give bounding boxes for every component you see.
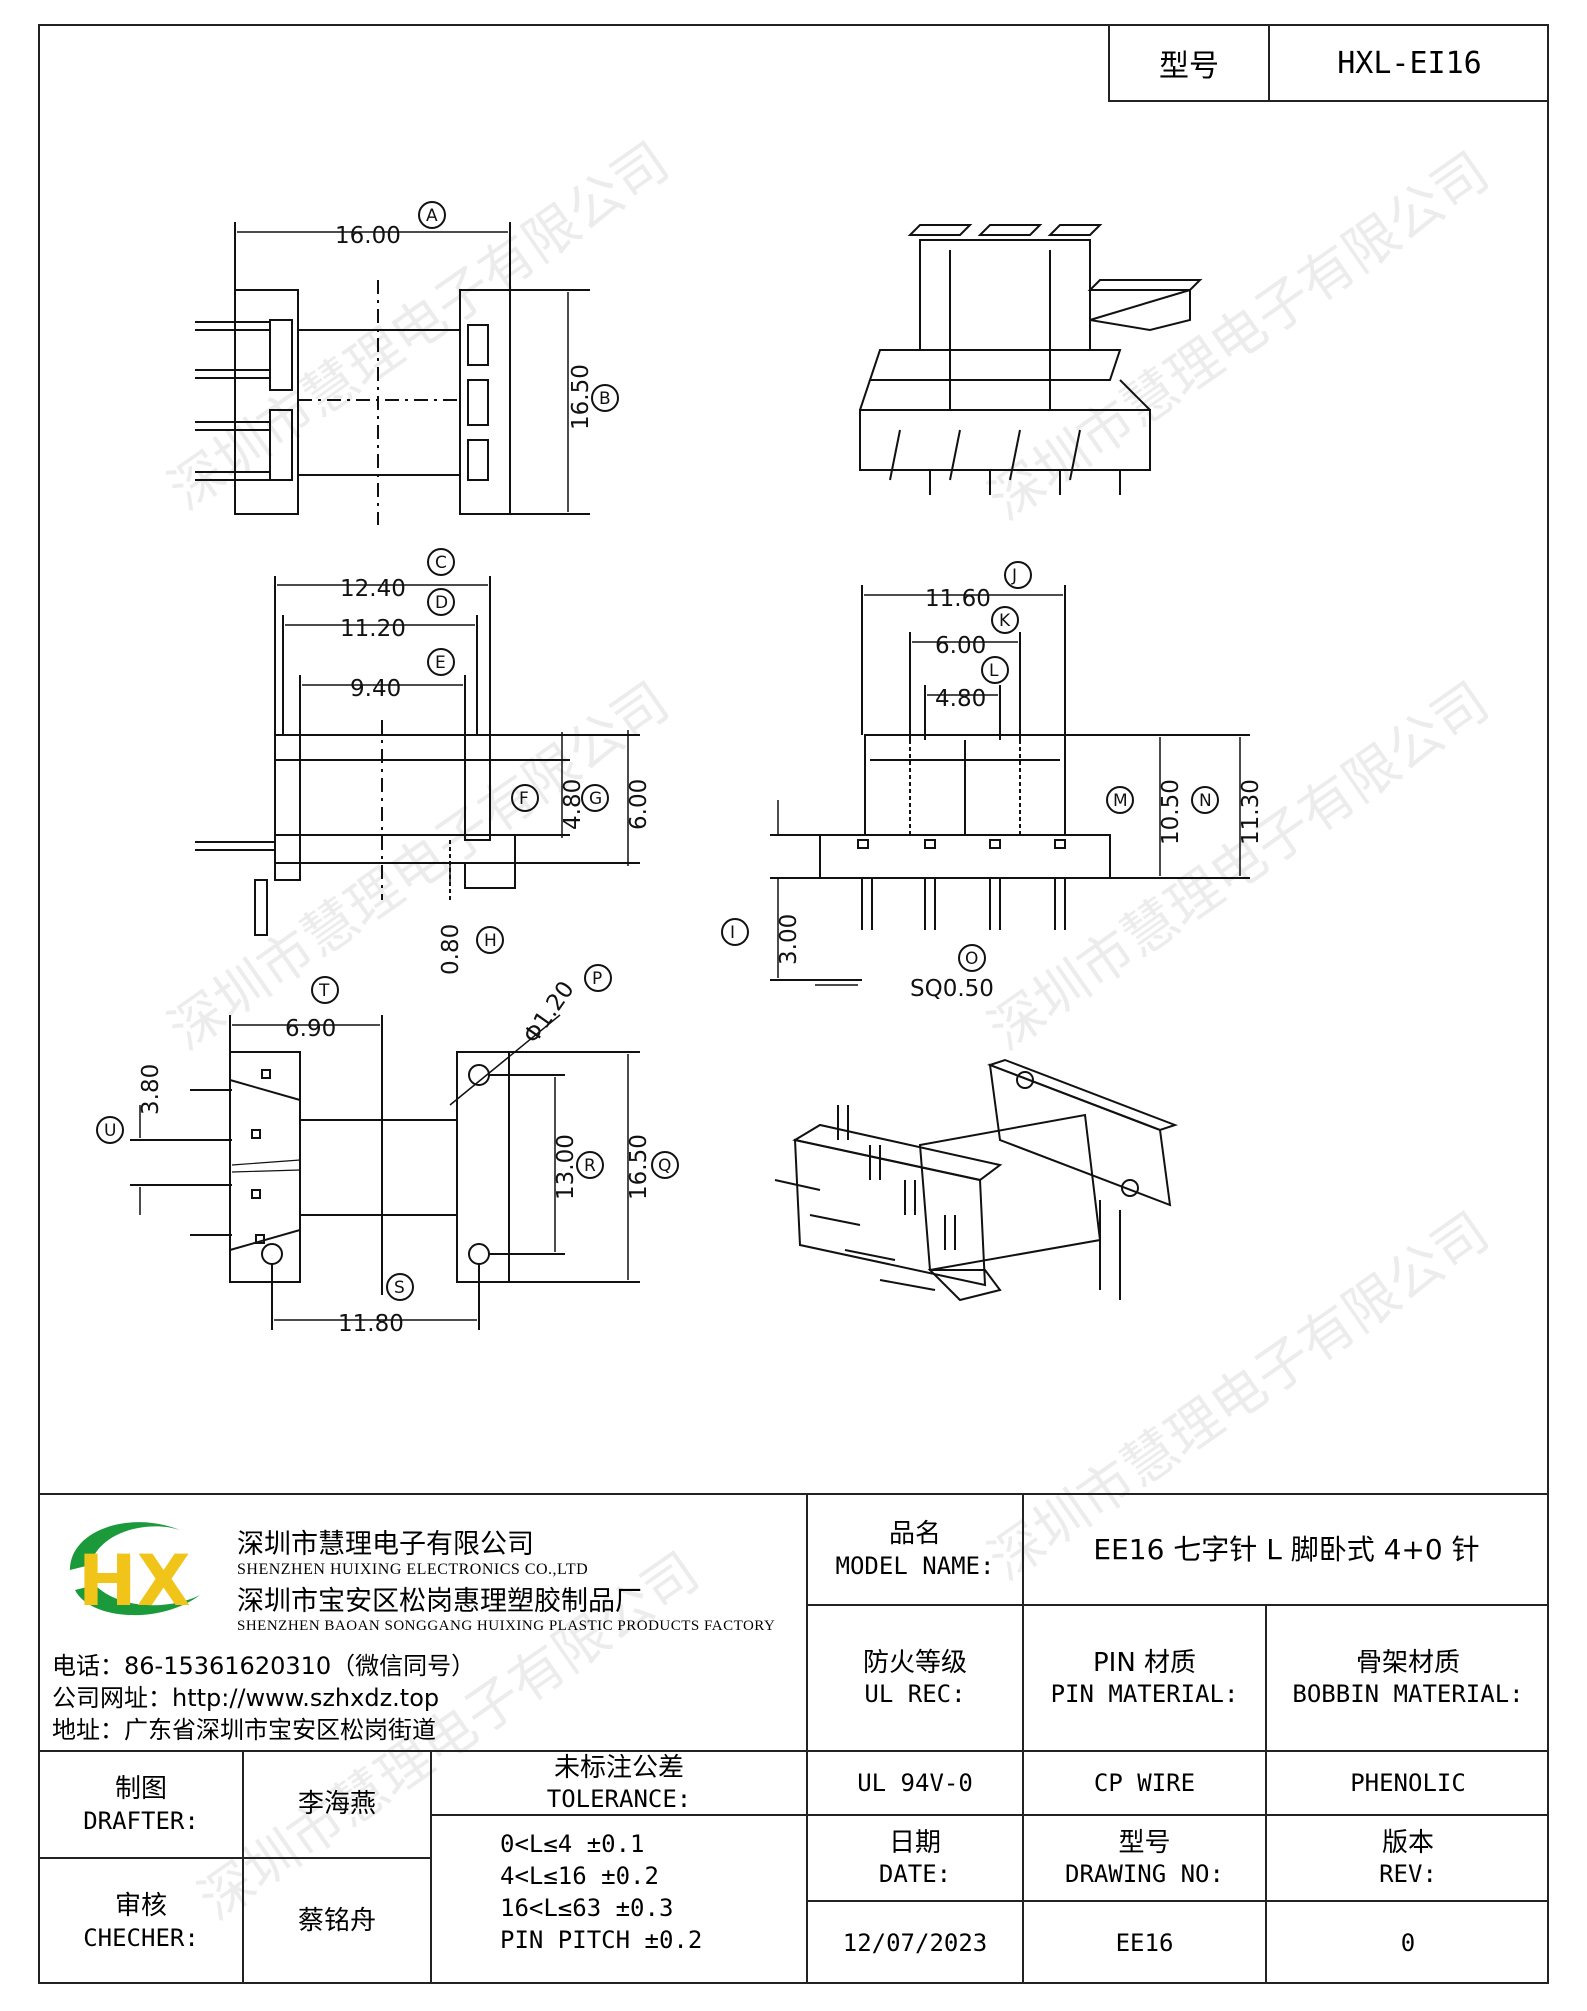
isometric-view-top [859, 224, 1203, 495]
drawing-no-value: EE16 [1115, 1929, 1174, 1957]
model-name-label: 品名 MODEL NAME: [835, 1519, 995, 1580]
dim-g-letter: G [589, 789, 602, 809]
bobbin-material-value: PHENOLIC [1350, 1769, 1466, 1797]
model-name-value: EE16 七字针 L 脚卧式 4+0 针 [1093, 1533, 1480, 1566]
model-value: HXL-EI16 [1337, 45, 1482, 81]
dim-i-value: 3.00 [776, 914, 802, 965]
logo-text: HX [78, 1540, 191, 1622]
title-block-divider [1022, 1493, 1024, 1984]
dim-g-value: 6.00 [626, 779, 652, 830]
dim-q-letter: Q [658, 1156, 671, 1176]
dim-c-letter: C [435, 553, 447, 573]
rev-label: 版本 REV: [1379, 1827, 1437, 1889]
pin-material-label: PIN 材质 PIN MATERIAL: [1050, 1647, 1239, 1709]
website-text: 公司网址：http://www.szhxdz.top [52, 1684, 440, 1712]
checker-name: 蔡铭舟 [297, 1906, 376, 1937]
title-block-divider [430, 1750, 432, 1984]
isometric-view-bottom [774, 1058, 1178, 1302]
title-block-row-line [38, 1750, 1549, 1752]
dim-o-value: SQ0.50 [910, 976, 994, 1002]
dim-b-value: 16.50 [568, 364, 594, 430]
title-block-row-line [806, 1900, 1549, 1902]
date-label: 日期 DATE: [878, 1827, 952, 1889]
tolerance-item: PIN PITCH ±0.2 [500, 1926, 703, 1954]
factory-name-en: SHENZHEN BAOAN SONGGANG HUIXING PLASTIC … [237, 1618, 776, 1634]
dim-m-value: 10.50 [1158, 779, 1184, 845]
company-block: 深圳市慧理电子有限公司 SHENZHEN HUIXING ELECTRONICS… [237, 1522, 775, 1635]
dim-e-letter: E [435, 653, 446, 673]
dim-f-letter: F [519, 789, 529, 809]
phone-text: 电话：86-15361620310（微信同号） [52, 1652, 476, 1680]
dim-t-letter: T [318, 981, 330, 1001]
title-block-divider [1265, 1604, 1267, 1984]
checker-label: 审核 CHECHER: [83, 1891, 199, 1952]
drafter-name: 李海燕 [297, 1789, 376, 1820]
dim-k-value: 6.00 [935, 633, 986, 659]
model-number-box: 型号 HXL-EI16 [1108, 26, 1549, 102]
dim-r-letter: R [584, 1156, 596, 1176]
title-block-divider [242, 1750, 244, 1984]
drafter-label: 制图 DRAFTER: [83, 1774, 199, 1835]
factory-name-cn: 深圳市宝安区松岗惠理塑胶制品厂 [237, 1586, 642, 1617]
address-text: 地址：广东省深圳市宝安区松岗街道 [52, 1716, 436, 1744]
dim-a-letter: A [426, 206, 438, 226]
dim-m-letter: M [1113, 791, 1128, 811]
dim-u-letter: U [104, 1121, 116, 1141]
dim-a-value: 16.00 [335, 223, 401, 249]
company-logo: HX [70, 1522, 200, 1622]
ul-rec-label: 防火等级 UL REC: [862, 1647, 967, 1709]
title-block-row-line [806, 1604, 1549, 1606]
dim-p-value: Φ1.20 [519, 977, 580, 1049]
end-view: 11.60 J 6.00 K 4.80 L 10.50 11.30 M N 3.… [721, 561, 1264, 1002]
title-block-divider [806, 1493, 808, 1984]
title-block-top-line [38, 1493, 1549, 1495]
front-view: 16.00 A 16.50 B [195, 201, 619, 525]
tolerance-list: 0<L≤4 ±0.1 4<L≤16 ±0.2 16<L≤63 ±0.3 PIN … [500, 1828, 702, 1956]
ul-value: UL 94V-0 [857, 1769, 973, 1797]
dim-p-letter: P [592, 969, 602, 989]
model-label: 型号 [1110, 26, 1270, 100]
technical-drawing: 16.00 A 16.50 B [96, 201, 1264, 1337]
dim-o-letter: O [965, 949, 978, 969]
dim-i-letter: I [730, 923, 735, 943]
dim-t-value: 6.90 [285, 1016, 336, 1042]
dim-n-value: 11.30 [1238, 779, 1264, 845]
dim-l-value: 4.80 [935, 686, 986, 712]
dim-d-letter: D [435, 593, 448, 613]
tolerance-label: 未标注公差 TOLERANCE: [546, 1752, 692, 1814]
dim-j-letter: J [1011, 566, 1017, 586]
pin-material-value: CP WIRE [1093, 1769, 1196, 1797]
tolerance-item: 16<L≤63 ±0.3 [500, 1894, 674, 1922]
dim-l-letter: L [989, 661, 999, 681]
dim-u-value: 3.80 [138, 1064, 164, 1115]
dim-b-letter: B [599, 389, 611, 409]
top-view: 6.90 T 3.80 U Φ1.20 P 13.00 16.50 R Q 11… [96, 964, 679, 1337]
dim-q-value: 16.50 [626, 1134, 652, 1200]
tolerance-item: 0<L≤4 ±0.1 [500, 1830, 645, 1858]
company-name-en: SHENZHEN HUIXING ELECTRONICS CO.,LTD [237, 1561, 589, 1578]
dim-s-letter: S [394, 1278, 405, 1298]
dim-c-value: 12.40 [340, 576, 406, 602]
dim-r-value: 13.00 [553, 1134, 579, 1200]
title-block-row-line [430, 1814, 1549, 1816]
dim-j-value: 11.60 [925, 586, 991, 612]
dim-h-letter: H [484, 931, 497, 951]
drawing-no-label: 型号 DRAWING NO: [1065, 1827, 1224, 1889]
dim-n-letter: N [1199, 791, 1212, 811]
side-view: 12.40 C 11.20 D 9.40 E 4.80 6.00 F G 0.8… [195, 548, 652, 975]
dim-d-value: 11.20 [340, 616, 406, 642]
dim-e-value: 9.40 [350, 676, 401, 702]
bobbin-material-label: 骨架材质 BOBBIN MATERIAL: [1292, 1647, 1524, 1709]
title-block-row-line [38, 1857, 430, 1859]
rev-value: 0 [1400, 1929, 1416, 1957]
drawing-frame [38, 24, 1549, 1984]
dim-f-value: 4.80 [560, 779, 586, 830]
dim-s-value: 11.80 [338, 1311, 404, 1337]
contact-block: 电话：86-15361620310（微信同号） 公司网址：http://www.… [52, 1650, 475, 1746]
dim-h-value: 0.80 [438, 924, 464, 975]
tolerance-item: 4<L≤16 ±0.2 [500, 1862, 659, 1890]
dim-k-letter: K [999, 611, 1011, 631]
company-name-cn: 深圳市慧理电子有限公司 [237, 1529, 534, 1560]
date-value: 12/07/2023 [842, 1929, 988, 1957]
